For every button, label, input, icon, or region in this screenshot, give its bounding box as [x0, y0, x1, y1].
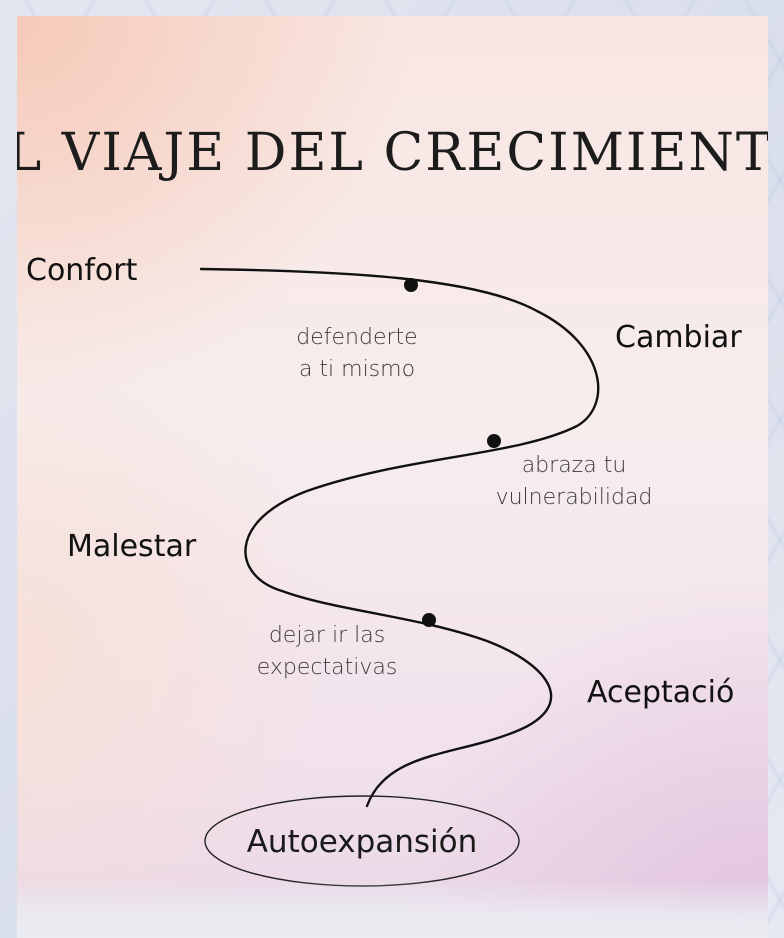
journey-path	[199, 267, 600, 808]
goal-label: Autoexpansión	[247, 824, 478, 860]
stage-label-confort: Confort	[26, 253, 138, 288]
action-label-abraza: abraza tu vulnerabilidad	[496, 453, 653, 510]
growth-journey-diagram: EL VIAJE DEL CRECIMIENTO Confort Cambiar…	[17, 123, 768, 887]
action-line: expectativas	[257, 655, 398, 680]
infographic-card: EL VIAJE DEL CRECIMIENTO Confort Cambiar…	[17, 16, 768, 934]
stage-label-malestar: Malestar	[67, 529, 197, 564]
action-line: dejar ir las	[269, 623, 385, 648]
milestone-dot-1	[404, 278, 418, 292]
stage-label-cambiar: Cambiar	[615, 320, 742, 355]
action-line: vulnerabilidad	[496, 485, 653, 510]
action-line: abraza tu	[522, 453, 627, 478]
goal-node: Autoexpansión	[204, 795, 520, 887]
diagram-title: EL VIAJE DEL CRECIMIENTO	[17, 123, 768, 183]
milestone-dot-2	[487, 434, 501, 448]
action-line: a ti mismo	[299, 357, 415, 382]
stage-label-aceptacion: Aceptació	[587, 675, 734, 710]
action-label-dejar: dejar ir las expectativas	[257, 623, 398, 680]
action-label-defenderte: defenderte a ti mismo	[296, 325, 417, 382]
action-line: defenderte	[296, 325, 417, 350]
bottom-fade	[17, 880, 768, 938]
milestone-dot-3	[422, 613, 436, 627]
